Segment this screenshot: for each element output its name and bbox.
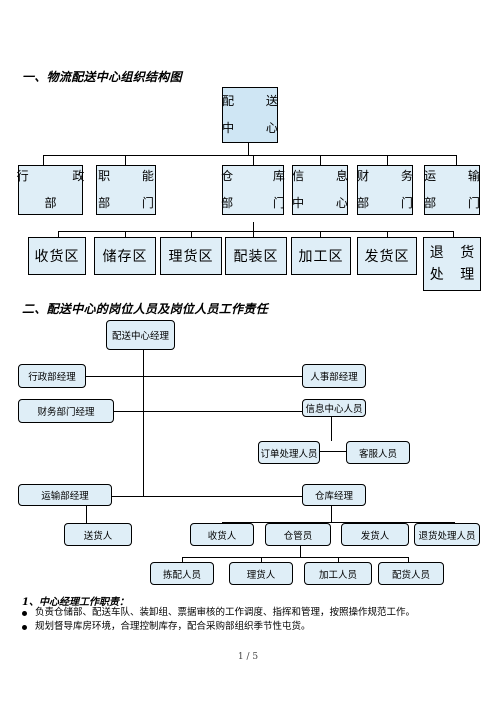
node-label: 信 息 中 心 xyxy=(292,169,362,210)
node-keeper: 仓管员 xyxy=(265,523,331,546)
connector xyxy=(387,155,388,165)
node-info-center: 信 息 中 心 xyxy=(292,165,348,215)
node-label: 运 输 部 门 xyxy=(424,169,494,210)
node-label: 收货区 xyxy=(34,249,80,265)
node-zone-processing: 加工区 xyxy=(291,237,351,275)
list-item-text: 负责仓储部、配送车队、装卸组、票据审核的工作调度、指挥和管理，按照操作规范工作。 xyxy=(35,607,416,618)
node-order-staff: 订单处理人员 xyxy=(258,441,320,464)
connector xyxy=(331,417,332,441)
node-zone-assembly: 配装区 xyxy=(225,237,287,275)
connector xyxy=(112,496,302,497)
node-label: 发货区 xyxy=(364,249,410,265)
connector xyxy=(387,231,388,237)
list-item: 负责仓储部、配送车队、装卸组、票据审核的工作调度、指挥和管理，按照操作规范工作。 xyxy=(22,606,415,620)
section-heading-org-chart: 一、物流配送中心组织结构图 xyxy=(22,70,182,84)
duty-list: 负责仓储部、配送车队、装卸组、票据审核的工作调度、指挥和管理，按照操作规范工作。… xyxy=(22,606,415,634)
node-transport-manager: 运输部经理 xyxy=(18,484,112,506)
node-center-manager: 配送中心经理 xyxy=(106,320,175,350)
node-delivery-person: 送货人 xyxy=(64,523,132,546)
node-label: 储存区 xyxy=(102,249,148,265)
node-label: 退 货 处 理 xyxy=(429,245,481,283)
node-label: 职 能 部 门 xyxy=(98,169,168,210)
node-shipper: 发货人 xyxy=(341,523,409,546)
node-customer-service: 客服人员 xyxy=(346,441,410,464)
bullet-icon xyxy=(22,610,27,616)
connector xyxy=(320,231,321,237)
connector xyxy=(338,557,339,562)
connector xyxy=(300,546,301,557)
node-hr-manager: 人事部经理 xyxy=(302,364,366,388)
node-processor: 加工人员 xyxy=(304,562,372,585)
connector xyxy=(86,506,87,523)
section-heading-manager-duties: 1、中心经理工作职责： xyxy=(22,597,129,608)
node-warehouse-dept: 仓 库 部 门 xyxy=(221,165,285,215)
node-finance-manager: 财务部门经理 xyxy=(18,399,114,423)
connector xyxy=(43,155,456,156)
node-receiver: 收货人 xyxy=(190,523,254,546)
node-label: 理货区 xyxy=(168,249,214,265)
node-sorter: 理货人 xyxy=(229,562,293,585)
node-label: 仓 库 部 门 xyxy=(221,169,303,210)
list-item: 规划督导库房环境，合理控制库存，配合采购部组织季节性屯货。 xyxy=(22,620,415,634)
connector xyxy=(408,557,409,562)
connector xyxy=(58,231,59,237)
node-label: 行 政 部 xyxy=(16,169,105,210)
connector xyxy=(331,506,332,522)
connector xyxy=(248,143,249,155)
connector xyxy=(125,231,126,237)
node-finance-dept: 财 务 部 门 xyxy=(357,165,413,215)
connector xyxy=(86,376,302,377)
list-item-text: 规划督导库房环境，合理控制库存，配合采购部组织季节性屯货。 xyxy=(35,621,311,632)
node-admin-dept: 行 政 部 xyxy=(17,165,84,215)
bullet-icon xyxy=(22,624,27,630)
node-distribution-center: 配 送 中 心 xyxy=(222,87,278,143)
connector xyxy=(182,557,408,558)
connector xyxy=(320,451,346,452)
page-number: 1 / 5 xyxy=(237,652,259,662)
connector xyxy=(222,522,454,523)
node-zone-returns: 退 货 处 理 xyxy=(423,237,481,291)
node-label: 配装区 xyxy=(233,249,279,265)
connector xyxy=(453,231,454,237)
node-functional-dept: 职 能 部 门 xyxy=(96,165,156,215)
node-warehouse-manager: 仓库经理 xyxy=(302,484,366,506)
node-label: 财 务 部 门 xyxy=(357,169,427,210)
node-packer: 配货人员 xyxy=(378,562,444,585)
node-info-staff: 信息中心人员 xyxy=(302,399,366,417)
node-picker: 拣配人员 xyxy=(150,562,214,585)
node-returns-staff: 退货处理人员 xyxy=(414,523,480,546)
connector xyxy=(261,557,262,562)
connector xyxy=(182,557,183,562)
connector xyxy=(143,350,144,496)
connector xyxy=(456,155,457,165)
connector xyxy=(191,231,192,237)
node-zone-shipping: 发货区 xyxy=(357,237,417,275)
connector xyxy=(253,155,254,165)
node-zone-receiving: 收货区 xyxy=(28,237,86,275)
section-heading-positions: 二、配送中心的岗位人员及岗位人员工作责任 xyxy=(22,302,269,316)
node-zone-sorting: 理货区 xyxy=(160,237,222,275)
node-label: 配 送 中 心 xyxy=(222,94,292,135)
node-transport-dept: 运 输 部 门 xyxy=(424,165,480,215)
connector xyxy=(253,222,254,237)
node-label: 加工区 xyxy=(298,249,344,265)
node-admin-manager: 行政部经理 xyxy=(18,364,86,388)
connector xyxy=(43,155,44,165)
node-zone-storage: 储存区 xyxy=(94,237,156,275)
connector xyxy=(125,155,126,165)
connector xyxy=(320,155,321,165)
connector xyxy=(114,411,302,412)
connector xyxy=(58,231,453,232)
